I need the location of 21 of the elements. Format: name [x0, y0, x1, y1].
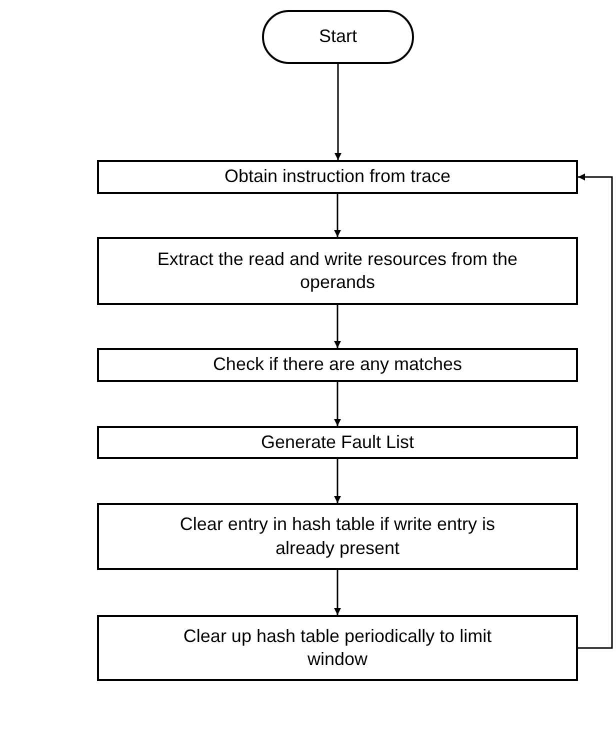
step-label: Extract the read and write resources from the operands	[157, 248, 518, 294]
process-box	[97, 237, 578, 305]
process-box	[97, 426, 578, 459]
arrow	[334, 194, 341, 237]
process-box	[97, 348, 578, 382]
step-label: Obtain instruction from trace	[224, 165, 451, 188]
terminal-shape	[262, 10, 414, 64]
arrow	[578, 174, 613, 649]
arrow	[334, 305, 341, 348]
arrow	[334, 570, 341, 615]
process-box	[97, 160, 578, 194]
step-label: Clear entry in hash table if write entry is already present	[178, 513, 496, 560]
step-label: Generate Fault List	[260, 430, 414, 454]
arrow	[334, 459, 341, 503]
step-label: Check if there are any matches	[212, 353, 462, 376]
step-label: Clear up hash table periodically to limit window	[182, 624, 493, 671]
arrow	[334, 382, 341, 426]
process-box	[97, 615, 578, 681]
process-box	[97, 503, 578, 570]
arrow	[334, 64, 342, 160]
step-label: Start	[319, 25, 358, 48]
